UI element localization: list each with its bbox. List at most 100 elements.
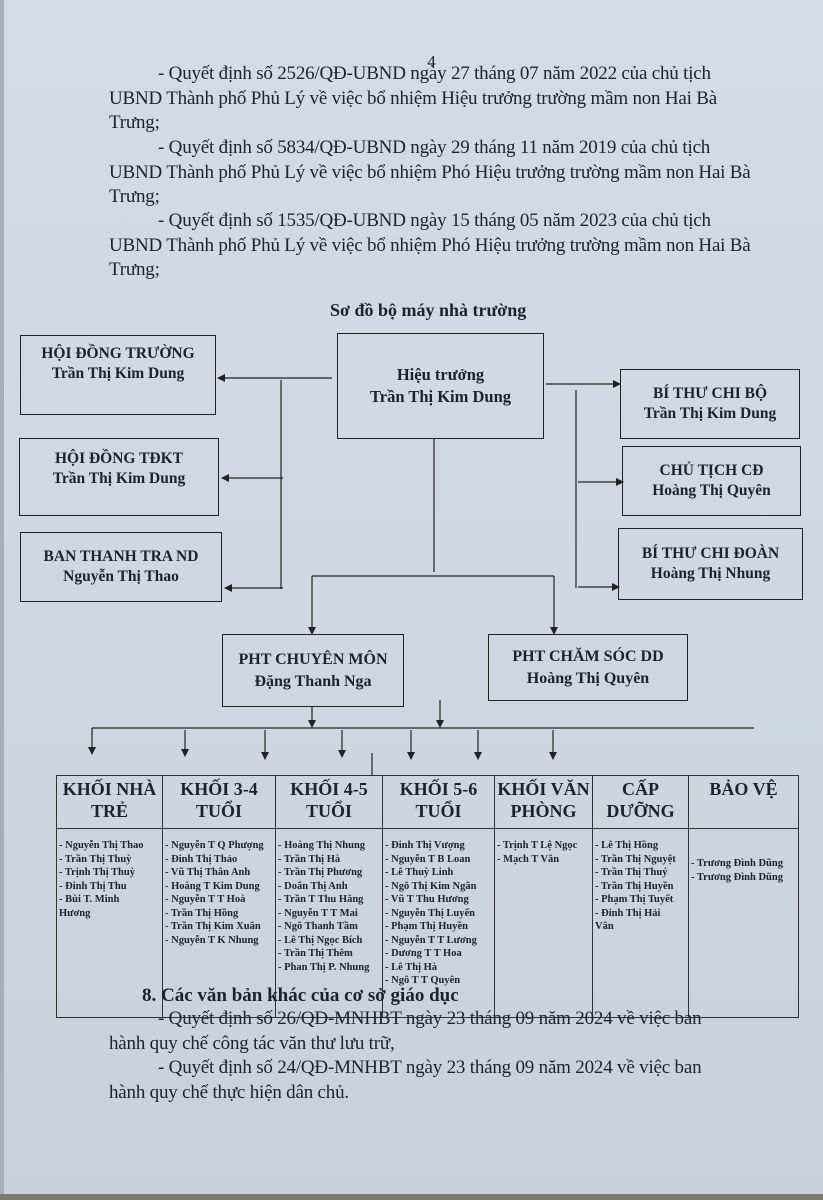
group-members: - Hoàng Thị Nhung- Trần Thị Hà- Trần Thị…	[275, 828, 383, 1018]
unit-bi-thu-chi-bo: BÍ THƯ CHI BỘ Trần Thị Kim Dung	[620, 369, 800, 439]
principal-box: Hiệu trưởng Trần Thị Kim Dung	[337, 333, 544, 439]
member-name: - Lê Thuỳ Linh	[385, 867, 454, 878]
member-name: - Trịnh Thị Thuỳ	[59, 867, 135, 878]
decision-first-line: - Quyết định số 5834/QĐ-UBND ngày 29 thá…	[158, 137, 711, 158]
decision-item: - Quyết định số 5834/QĐ-UBND ngày 29 thá…	[109, 136, 752, 210]
member-name: - Trương Đình Dũng	[691, 858, 783, 869]
group-header-line: TUỔI	[415, 801, 462, 821]
member-name: - Phạm Thị Tuyết	[595, 894, 674, 905]
group-members: - Lê Thị Hồng - Trần Thị Nguyệt - Trần Thị…	[592, 828, 689, 1018]
member-name: - Nguyễn Thị Luyến	[385, 907, 475, 919]
member-name: - Đinh Thị Vượng	[385, 840, 465, 851]
page-bottom-edge	[0, 1194, 823, 1200]
unit-name: Trần Thị Kim Dung	[643, 405, 777, 422]
unit-name: Trần Thị Kim Dung	[51, 365, 185, 382]
member-name: - Trần Thị Hà	[278, 853, 341, 865]
member-name: - Trần Thị Kim Xuân	[165, 921, 261, 932]
member-name: - Nguyễn T T Hoà	[165, 894, 246, 905]
unit-chu-tich-cd: CHỦ TỊCH CĐ Hoàng Thị Quyên	[622, 446, 801, 516]
decision-continuation: UBND Thành phố Phủ Lý về việc bổ nhiệm H…	[109, 87, 717, 134]
section-8-item: - Quyết định số 26/QĐ-MNHBT ngày 23 thán…	[109, 1007, 772, 1056]
member-name: - Trương Đình Dũng	[691, 871, 783, 883]
member-name: - Hoàng T Kim Dung	[165, 880, 260, 892]
page-number: 4	[427, 52, 436, 71]
groups-members-row: - Nguyễn Thị Thao - Trần Thị Thuỳ - Trịnh …	[56, 828, 799, 1018]
unit-title: BAN THANH TRA ND	[43, 548, 199, 565]
member-name: - Lê Thị Ngọc Bích	[278, 934, 363, 946]
unit-title: BÍ THƯ CHI BỘ	[652, 385, 768, 402]
group-header-line: KHỐI NHÀ	[62, 779, 157, 799]
group-header-line: CẤP	[622, 779, 659, 799]
unit-title: HỘI ĐỒNG TĐKT	[54, 450, 184, 467]
member-name: - Trần Thị Nguyệt	[595, 853, 676, 865]
group-header-line: KHỐI 5-6	[399, 779, 478, 799]
member-name: - Trần Thị Hồng	[165, 907, 239, 919]
vp-cham-soc-dd: PHT CHĂM SÓC DD Hoàng Thị Quyên	[488, 634, 688, 701]
decision-first-line: - Quyết định số 1535/QĐ-UBND ngày 15 thá…	[158, 210, 711, 231]
unit-title: BÍ THƯ CHI ĐOÀN	[641, 545, 780, 562]
unit-hoi-dong-tdkt: HỘI ĐỒNG TĐKT Trần Thị Kim Dung	[19, 438, 219, 516]
member-name: - Doãn Thị Anh	[278, 880, 348, 892]
member-name: Hương	[59, 907, 91, 919]
group-header-line: TUỔI	[305, 801, 352, 821]
decision-continuation: UBND Thành phố Phủ Lý về việc bổ nhiệm P…	[109, 161, 751, 208]
vp-title: PHT CHĂM SÓC DD	[512, 647, 664, 665]
unit-hoi-dong-truong: HỘI ĐỒNG TRƯỜNG Trần Thị Kim Dung	[20, 335, 216, 415]
decision-item: - Quyết định số 2526/QĐ-UBND ngày 27 thá…	[109, 62, 752, 136]
member-name: - Ngô T T Quyên	[385, 975, 461, 986]
member-name: - Trần Thị Thuý	[595, 867, 668, 878]
vp-name: Hoàng Thị Quyên	[526, 669, 650, 687]
group-header-line: TRẺ	[90, 801, 128, 821]
member-name: - Nguyễn T T Lương	[385, 934, 477, 946]
decision-continuation: UBND Thành phố Phủ Lý về việc bổ nhiệm P…	[109, 234, 751, 281]
page-edge	[0, 0, 4, 1200]
unit-name: Hoàng Thị Nhung	[650, 565, 771, 582]
decision-item: - Quyết định số 1535/QĐ-UBND ngày 15 thá…	[109, 209, 752, 283]
group-header-line: KHỐI 4-5	[290, 779, 368, 799]
member-name: Vân	[595, 921, 614, 932]
member-name: - Vũ Thị Thân Anh	[165, 867, 251, 878]
member-name: - Trần Thị Thuỳ	[59, 853, 132, 865]
unit-name: Nguyễn Thị Thao	[63, 568, 179, 585]
member-name: - Nguyễn T K Nhung	[165, 934, 259, 946]
group-members: - Nguyễn Thị Thao - Trần Thị Thuỳ - Trịnh …	[56, 828, 163, 1018]
group-header-line: TUỔI	[195, 801, 242, 821]
principal-title: Hiệu trưởng	[396, 365, 485, 384]
decision-first-line: - Quyết định số 2526/QĐ-UBND ngày 27 thá…	[158, 63, 711, 84]
principal-name: Trần Thị Kim Dung	[369, 387, 512, 406]
member-name: - Đinh Thị Hải	[595, 907, 661, 919]
vp-chuyen-mon: PHT CHUYÊN MÔN Đặng Thanh Nga	[222, 634, 404, 707]
unit-bi-thu-chi-doan: BÍ THƯ CHI ĐOÀN Hoàng Thị Nhung	[618, 528, 803, 600]
member-name: - Ngô Thanh Tầm	[278, 921, 358, 932]
member-name: - Nguyễn T B Loan	[385, 853, 471, 865]
member-name: - Đinh Thị Thảo	[165, 853, 238, 865]
group-header-line: DƯỠNG	[606, 801, 675, 821]
member-name: - Nguyễn T T Mai	[278, 907, 358, 919]
member-name: - Đinh Thị Thu	[59, 880, 127, 892]
group-members: - Trương Đình Dũng - Trương Đình Dũng	[688, 828, 799, 1018]
unit-ban-thanh-tra: BAN THANH TRA ND Nguyễn Thị Thao	[20, 532, 222, 602]
org-chart-title: Sơ đồ bộ máy nhà trường	[330, 300, 527, 320]
item-first-line: - Quyết định số 26/QĐ-MNHBT ngày 23 thán…	[158, 1008, 702, 1029]
member-name: - Phan Thị P. Nhung	[278, 961, 370, 973]
member-name: - Nguyễn T Q Phượng	[165, 840, 264, 851]
member-name: - Trần Thị Huyền	[595, 880, 674, 892]
member-name: - Ngô Thị Kim Ngân	[385, 880, 477, 892]
member-name: - Mạch T Vân	[497, 853, 560, 865]
member-name: - Nguyễn Thị Thao	[59, 840, 144, 851]
section-8-heading: 8. Các văn bản khác của cơ sở giáo dục	[142, 985, 459, 1006]
member-name: - Dương T T Hoa	[385, 948, 462, 959]
member-name: - Lê Thị Hồng	[595, 840, 659, 851]
unit-name: Hoàng Thị Quyên	[652, 482, 771, 499]
section-8-item: - Quyết định số 24/QĐ-MNHBT ngày 23 thán…	[109, 1056, 772, 1105]
vp-title: PHT CHUYÊN MÔN	[238, 650, 388, 668]
member-name: - Lê Thị Hà	[385, 961, 438, 973]
group-header-line: PHÒNG	[510, 801, 577, 821]
